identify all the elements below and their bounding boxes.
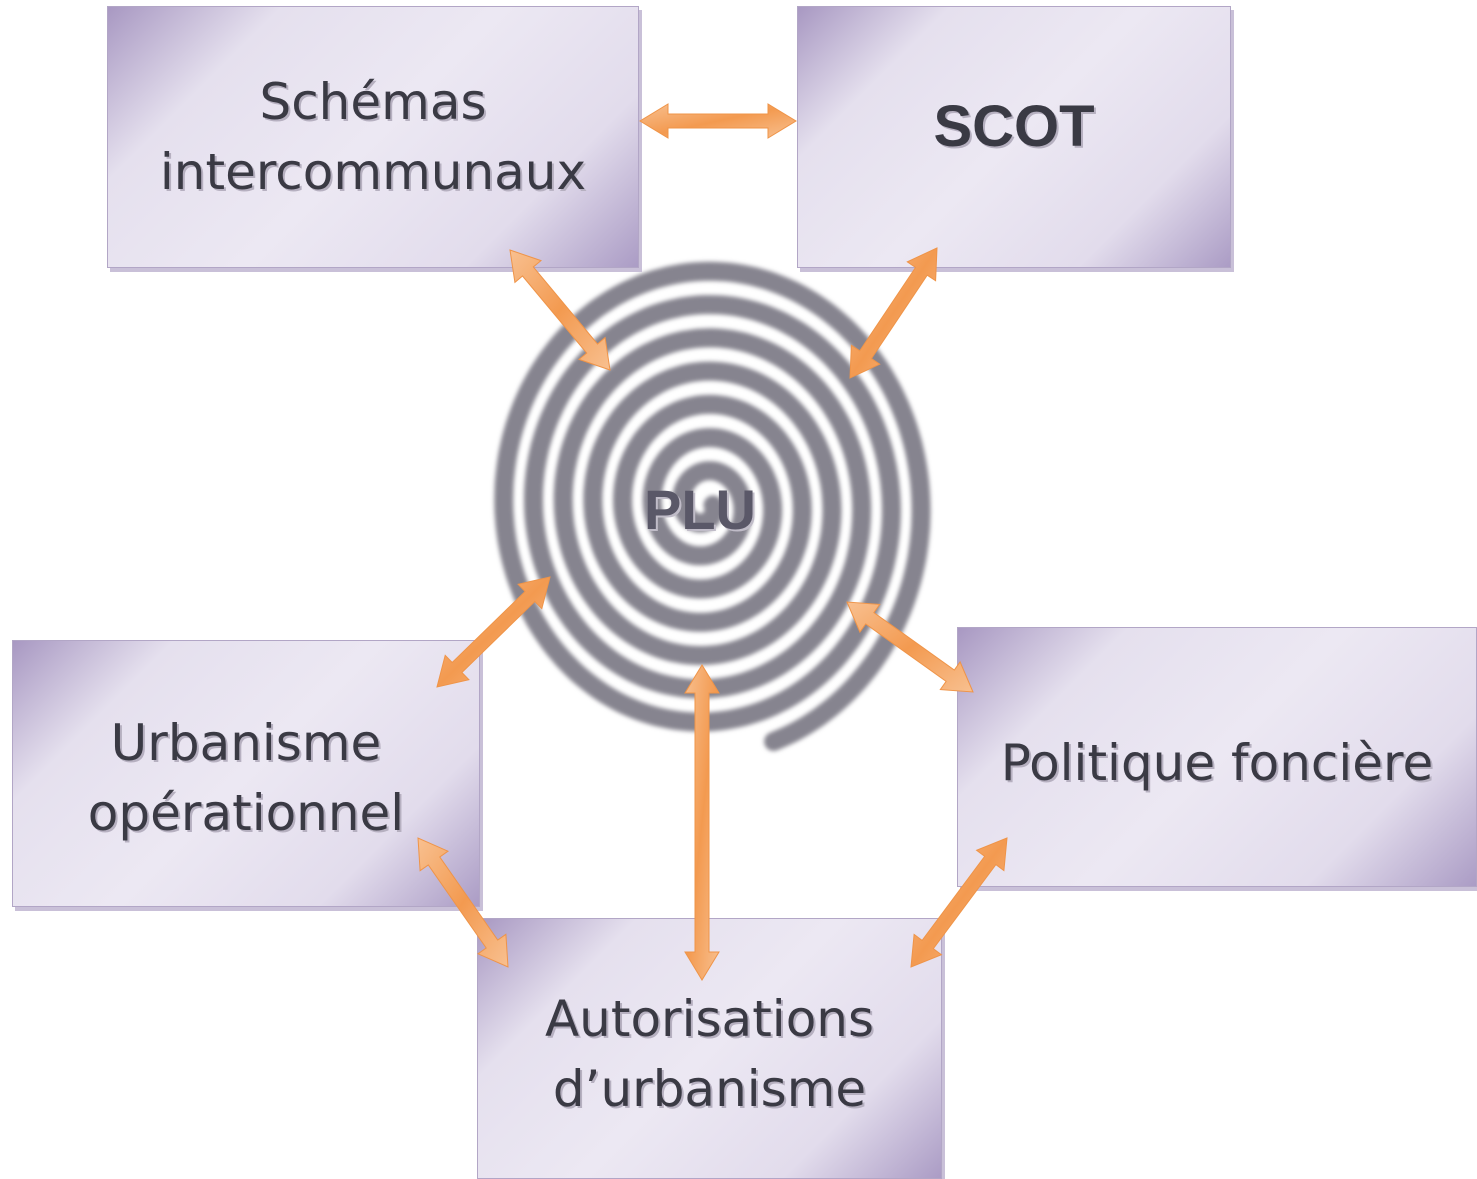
arrow-plu-urbanisme [436, 576, 551, 688]
center-label-plu: PLU [644, 478, 756, 541]
arrow-plu-politique [846, 601, 974, 693]
arrow-schemas-scot [639, 103, 797, 139]
box-schemas-intercommunaux: Schémas intercommunaux [107, 6, 639, 268]
box-politique-fonciere: Politique foncière [957, 627, 1477, 887]
box-label-schemas: Schémas intercommunaux [159, 73, 587, 201]
spiral-path [494, 261, 931, 751]
arrow-urbanisme-autoris [417, 837, 509, 968]
box-scot: SCOT [797, 6, 1231, 268]
arrow-politique-autoris [910, 837, 1008, 968]
arrow-scot-plu [849, 247, 938, 379]
box-urbanisme-operationnel: Urbanisme opérationnel [12, 640, 480, 907]
box-label-politique: Politique foncière [1000, 734, 1434, 792]
box-label-scot: SCOT [933, 94, 1095, 160]
box-label-autorisations: Autorisations d’urbanisme [544, 989, 875, 1118]
box-label-urbanisme: Urbanisme opérationnel [87, 713, 405, 842]
arrow-plu-autorisations [684, 664, 720, 981]
arrow-schemas-plu [509, 249, 611, 371]
